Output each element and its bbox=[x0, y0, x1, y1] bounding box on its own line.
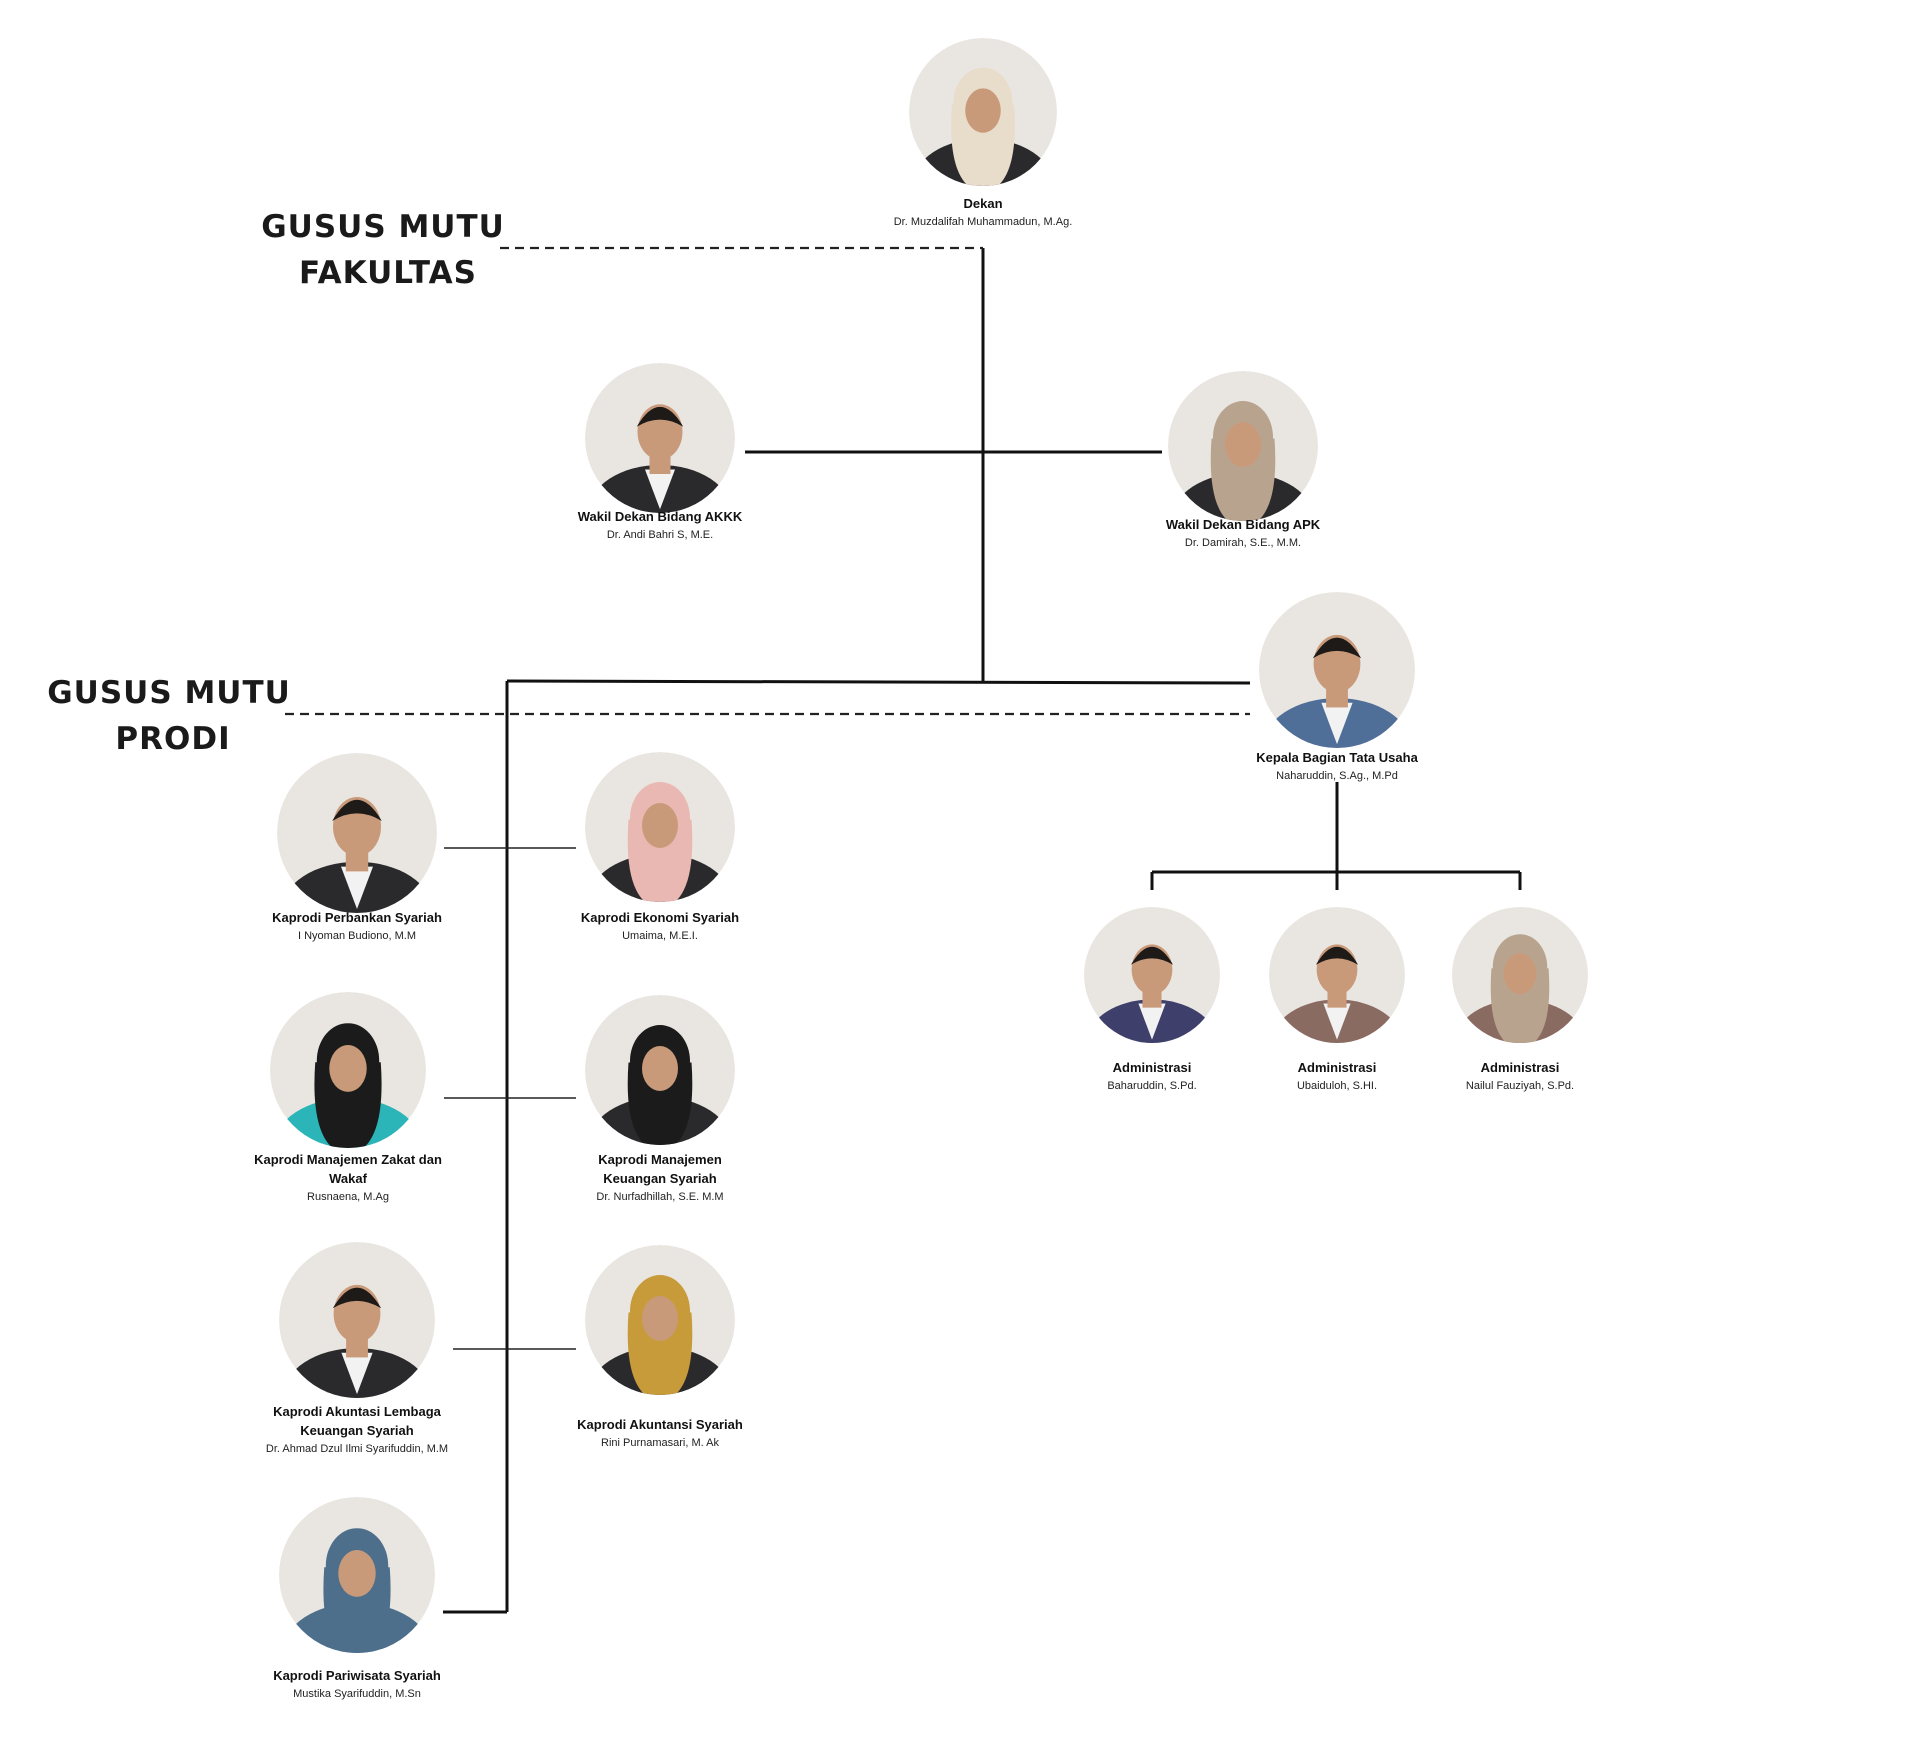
person-name: Dr. Ahmad Dzul Ilmi Syarifuddin, M.M bbox=[266, 1443, 448, 1455]
connector-lines bbox=[443, 248, 1522, 1614]
group-label-line: GUSUS MUTU bbox=[47, 675, 291, 711]
portrait-photo bbox=[585, 995, 735, 1145]
role-title: Administrasi bbox=[1481, 1060, 1560, 1075]
person-name: Rusnaena, M.Ag bbox=[307, 1191, 389, 1203]
portrait-photo bbox=[1259, 592, 1415, 748]
portrait-photo bbox=[1269, 907, 1405, 1043]
portrait-photo bbox=[585, 1245, 735, 1395]
role-title: Wakil Dekan Bidang APK bbox=[1166, 517, 1321, 532]
portrait-photo bbox=[1452, 907, 1588, 1043]
person-card: Kaprodi Manajemen Zakat danWakafRusnaena… bbox=[254, 992, 442, 1203]
role-title: Kaprodi Perbankan Syariah bbox=[272, 910, 442, 925]
group-label-line: GUSUS MUTU bbox=[261, 209, 505, 245]
person-card: Kaprodi Perbankan Syariah I Nyoman Budion… bbox=[272, 753, 442, 942]
role-title: Kaprodi Akuntasi Lembaga bbox=[273, 1404, 442, 1419]
portrait-photo bbox=[1084, 907, 1220, 1043]
person-card: Wakil Dekan Bidang AKKK Dr. Andi Bahri S,… bbox=[578, 363, 743, 541]
role-title: Dekan bbox=[963, 196, 1002, 211]
portrait-photo bbox=[277, 753, 437, 913]
portrait-photo bbox=[279, 1497, 435, 1653]
role-title: Kepala Bagian Tata Usaha bbox=[1256, 750, 1418, 765]
role-title: Keuangan Syariah bbox=[300, 1423, 413, 1438]
role-title: Wakil Dekan Bidang AKKK bbox=[578, 509, 743, 524]
portrait-photo bbox=[585, 752, 735, 902]
role-title: Kaprodi Pariwisata Syariah bbox=[273, 1668, 441, 1683]
role-title: Kaprodi Ekonomi Syariah bbox=[581, 910, 739, 925]
person-name: Umaima, M.E.I. bbox=[622, 930, 698, 942]
portrait-photo bbox=[270, 992, 426, 1148]
role-title: Wakaf bbox=[329, 1171, 367, 1186]
portrait-photo bbox=[909, 38, 1057, 186]
role-title: Kaprodi Akuntansi Syariah bbox=[577, 1417, 743, 1432]
person-name: Nailul Fauziyah, S.Pd. bbox=[1466, 1080, 1574, 1092]
portrait-photo bbox=[279, 1242, 435, 1398]
group-label-line: FAKULTAS bbox=[299, 255, 477, 291]
person-name: Baharuddin, S.Pd. bbox=[1107, 1080, 1196, 1092]
person-name: Ubaiduloh, S.HI. bbox=[1297, 1080, 1377, 1092]
group-label-prodi: GUSUS MUTU PRODI bbox=[47, 675, 291, 757]
role-title: Kaprodi Manajemen Zakat dan bbox=[254, 1152, 442, 1167]
person-name: Mustika Syarifuddin, M.Sn bbox=[293, 1688, 421, 1700]
role-title: Kaprodi Manajemen bbox=[598, 1152, 722, 1167]
dashed-lines bbox=[285, 246, 1250, 716]
portrait-photo bbox=[585, 363, 735, 513]
person-name: Dr. Damirah, S.E., M.M. bbox=[1185, 537, 1301, 549]
person-name: Rini Purnamasari, M. Ak bbox=[601, 1437, 719, 1449]
group-label-fakultas: GUSUS MUTU FAKULTAS bbox=[261, 209, 505, 291]
role-title: Administrasi bbox=[1298, 1060, 1377, 1075]
person-name: Dr. Nurfadhillah, S.E. M.M bbox=[596, 1191, 723, 1203]
person-name: I Nyoman Budiono, M.M bbox=[298, 930, 416, 942]
person-name: Dr. Andi Bahri S, M.E. bbox=[607, 529, 713, 541]
person-card: Wakil Dekan Bidang APK Dr. Damirah, S.E.,… bbox=[1166, 371, 1321, 549]
group-label-line: PRODI bbox=[115, 721, 230, 757]
person-name: Dr. Muzdalifah Muhammadun, M.Ag. bbox=[894, 216, 1073, 228]
portrait-photo bbox=[1168, 371, 1318, 521]
role-title: Keuangan Syariah bbox=[603, 1171, 716, 1186]
person-name: Naharuddin, S.Ag., M.Pd bbox=[1276, 770, 1398, 782]
role-title: Administrasi bbox=[1113, 1060, 1192, 1075]
